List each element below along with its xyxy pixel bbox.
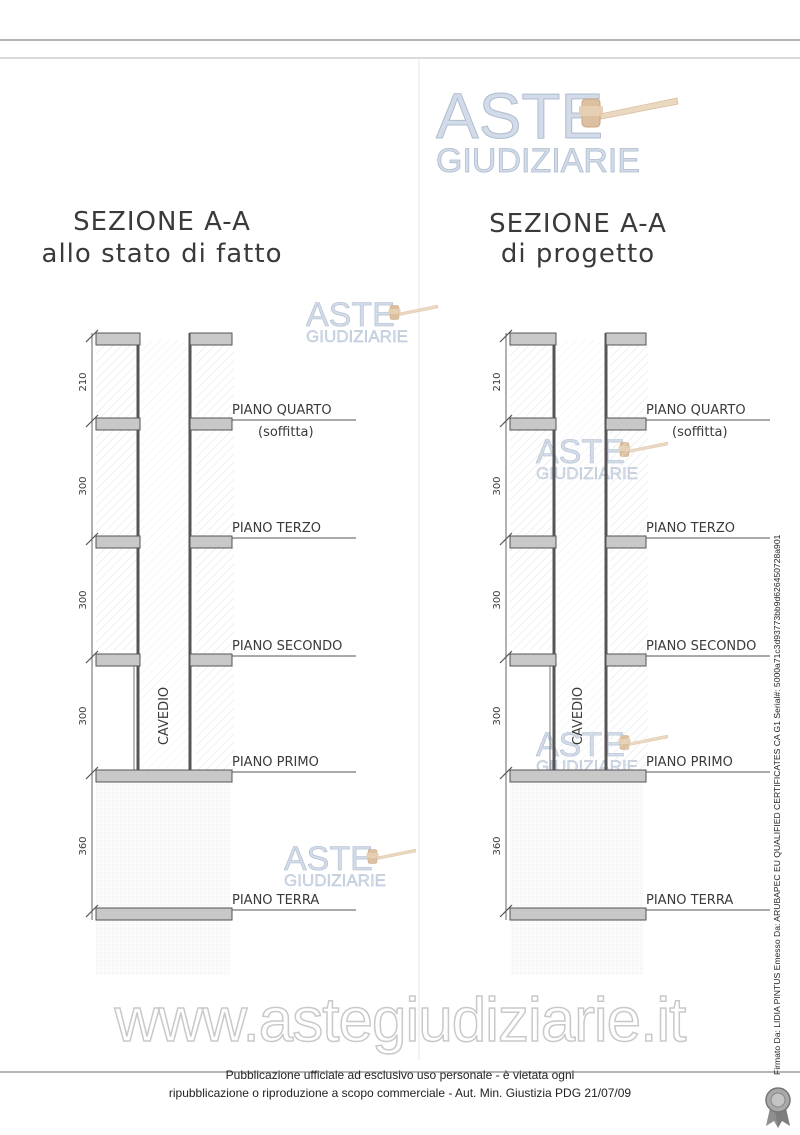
section-title-left: SEZIONE A-A — [73, 207, 251, 237]
gavel-icon — [366, 848, 417, 864]
watermark-aste-text: ASTE — [436, 80, 603, 152]
watermark-aste-text: ASTE — [284, 840, 373, 878]
wall-hatch-left — [96, 345, 136, 650]
section-drawing-left: 210 300 300 300 360 PIANO QUARTO (soffit… — [78, 329, 356, 975]
slab-secondo-left — [509, 653, 557, 667]
dimension-ticks — [85, 329, 99, 918]
dimension-label: 300 — [492, 706, 503, 725]
ground-fill — [510, 780, 644, 975]
dimension-label: 300 — [78, 706, 89, 725]
section-drawing-right: 210 300 300 300 360 PIANO QUARTO (soffit… — [492, 329, 770, 975]
slab-terra — [95, 907, 233, 921]
floor-label-primo: PIANO PRIMO — [232, 755, 319, 770]
dimension-label: 210 — [492, 372, 503, 391]
slab-terzo-right — [189, 535, 233, 549]
watermark-giudiziarie-text: GIUDIZIARIE — [436, 142, 640, 180]
wall-hatch-right — [196, 345, 234, 770]
floor-label-secondo: PIANO SECONDO — [232, 639, 342, 654]
slab-roof-left — [509, 332, 557, 346]
slab-primo — [509, 769, 647, 783]
floor-label-terra: PIANO TERRA — [646, 893, 733, 908]
slab-terzo-right — [605, 535, 647, 549]
watermark-logo-large: ASTE GIUDIZIARIE — [436, 80, 679, 180]
slab-roof-left — [95, 332, 141, 346]
floor-label-quarto: PIANO QUARTO — [232, 403, 332, 418]
dimension-label: 360 — [492, 836, 503, 855]
floor-label-soffitta: (soffitta) — [258, 425, 314, 440]
watermark-giudiziarie-text: GIUDIZIARIE — [284, 871, 386, 890]
dimension-label: 300 — [78, 476, 89, 495]
slab-terzo-left — [509, 535, 557, 549]
wall-hatch-right — [610, 345, 648, 770]
dimension-label: 300 — [492, 476, 503, 495]
floor-label-quarto: PIANO QUARTO — [646, 403, 746, 418]
watermark-giudiziarie-text: GIUDIZIARIE — [306, 327, 408, 346]
digital-signature-text: Firmato Da: LIDIA PINTUS Emesso Da: ARUB… — [772, 534, 782, 1075]
ribbon-seal-icon — [765, 1087, 791, 1128]
slab-primo — [95, 769, 233, 783]
floor-label-terzo: PIANO TERZO — [646, 521, 735, 536]
slab-quarto-right — [605, 417, 647, 431]
slab-secondo-right — [189, 653, 233, 667]
slab-secondo-left — [95, 653, 141, 667]
floor-label-secondo: PIANO SECONDO — [646, 639, 756, 654]
slab-secondo-right — [605, 653, 647, 667]
section-subtitle-left: allo stato di fatto — [42, 239, 283, 269]
shaft-label: CAVEDIO — [157, 687, 172, 745]
dimension-ticks — [499, 329, 513, 918]
slab-roof-right — [189, 332, 233, 346]
gavel-icon — [578, 97, 679, 128]
section-subtitle-right: di progetto — [501, 239, 655, 269]
ground-fill — [96, 780, 230, 975]
gavel-icon — [388, 304, 439, 320]
slab-quarto-left — [509, 417, 557, 431]
shaft-label: CAVEDIO — [571, 687, 586, 745]
footer-line-2: ripubblicazione o riproduzione a scopo c… — [168, 1086, 632, 1100]
watermark-logo-small: ASTE GIUDIZIARIE — [284, 840, 417, 890]
slab-terra — [509, 907, 647, 921]
section-title-right: SEZIONE A-A — [489, 209, 667, 239]
floor-label-primo: PIANO PRIMO — [646, 755, 733, 770]
dimension-label: 210 — [78, 372, 89, 391]
slab-roof-right — [605, 332, 647, 346]
slab-quarto-left — [95, 417, 141, 431]
footer-line-1: Pubblicazione ufficiale ad esclusivo uso… — [225, 1068, 575, 1082]
slab-quarto-right — [189, 417, 233, 431]
watermark-logo-small: ASTE GIUDIZIARIE — [306, 296, 439, 346]
floor-label-terzo: PIANO TERZO — [232, 521, 321, 536]
shaft-hatch — [140, 340, 192, 770]
shaft-hatch — [556, 340, 606, 770]
dimension-label: 300 — [78, 590, 89, 609]
watermark-site-url: www.astegiudiziarie.it — [114, 985, 687, 1056]
floor-label-soffitta: (soffitta) — [672, 425, 728, 440]
dimension-label: 360 — [78, 836, 89, 855]
watermark-aste-text: ASTE — [306, 296, 395, 334]
floor-label-terra: PIANO TERRA — [232, 893, 319, 908]
dimension-label: 300 — [492, 590, 503, 609]
slab-terzo-left — [95, 535, 141, 549]
wall-hatch-left — [510, 345, 552, 650]
